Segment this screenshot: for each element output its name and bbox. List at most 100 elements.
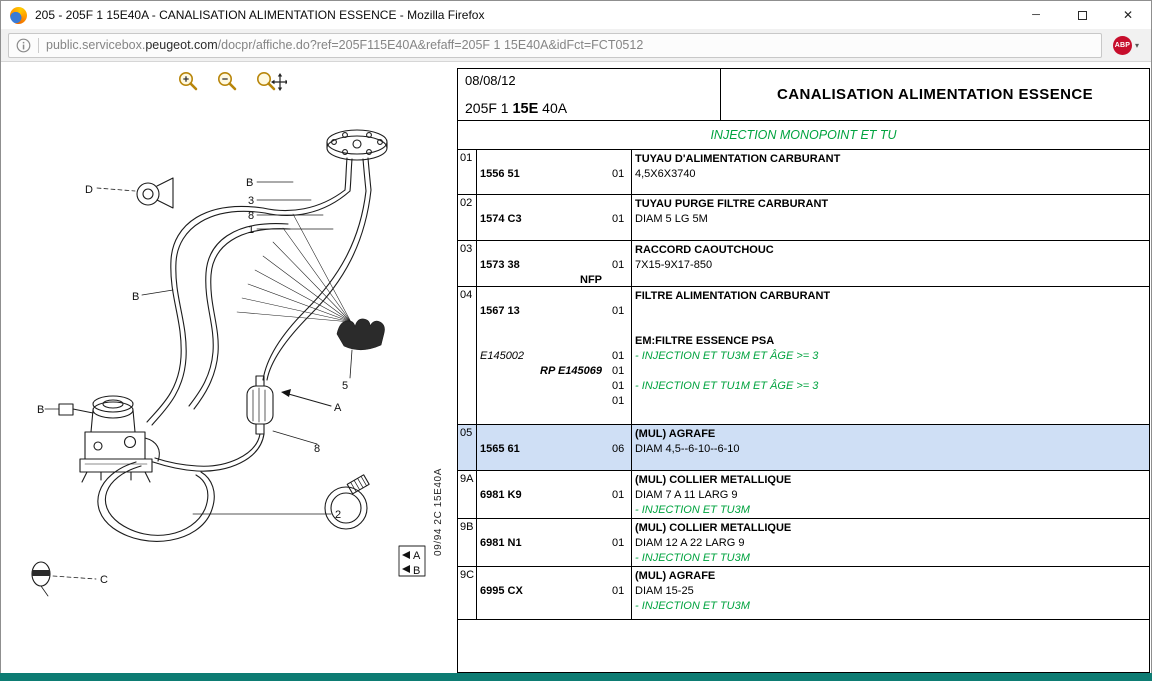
diagram-callout-2: 2 bbox=[335, 509, 341, 521]
quantity: 01 bbox=[607, 584, 631, 599]
row-ref: 03 bbox=[460, 243, 472, 255]
quantity: 01 bbox=[607, 212, 631, 227]
description-line: DIAM 7 A 11 LARG 9 bbox=[632, 488, 1149, 503]
adblock-plus-icon: ABP bbox=[1113, 36, 1132, 55]
diagram-callout-B: B bbox=[246, 177, 253, 189]
doc-meta: 08/08/12 205F 1 15E 40A bbox=[458, 69, 721, 120]
diagram-panel: DB381BB5A82CAB 09/94 2C 15E40A bbox=[1, 62, 457, 673]
description-line: DIAM 5 LG 5M bbox=[632, 212, 1149, 227]
zoom-in-icon[interactable] bbox=[177, 70, 201, 97]
row-ref: 02 bbox=[460, 197, 472, 209]
quantity: 01 bbox=[607, 536, 631, 551]
firefox-icon bbox=[10, 7, 27, 24]
description-line: FILTRE ALIMENTATION CARBURANT bbox=[632, 289, 1149, 304]
diagram-callout-1: 1 bbox=[248, 224, 254, 236]
parts-table-frame: 08/08/12 205F 1 15E 40A CANALISATION ALI… bbox=[457, 68, 1150, 673]
description-line: EM:FILTRE ESSENCE PSA bbox=[632, 334, 1149, 349]
page-content: DB381BB5A82CAB 09/94 2C 15E40A 08/08/12 … bbox=[1, 62, 1151, 673]
quantity: 01 bbox=[607, 167, 631, 182]
chevron-down-icon: ▾ bbox=[1135, 41, 1139, 50]
description-line: RACCORD CAOUTCHOUC bbox=[632, 243, 1149, 258]
part-number: 6981 N1 bbox=[477, 536, 607, 551]
diagram-callout-A: A bbox=[413, 550, 421, 562]
table-row-04[interactable]: 041567 1301E14500201RP E145069010101FILT… bbox=[458, 287, 1149, 425]
row-ref: 05 bbox=[460, 427, 472, 439]
page-info-icon[interactable] bbox=[16, 38, 31, 53]
row-ref: 9B bbox=[460, 521, 473, 533]
maximize-button[interactable] bbox=[1059, 1, 1105, 29]
parts-table: 08/08/12 205F 1 15E 40A CANALISATION ALI… bbox=[457, 62, 1151, 673]
url-text: public.servicebox.peugeot.com/docpr/affi… bbox=[46, 38, 643, 52]
row-ref: 04 bbox=[460, 289, 472, 301]
diagram-callout-B: B bbox=[413, 565, 420, 577]
row-ref: 9A bbox=[460, 473, 473, 485]
status-strip bbox=[0, 673, 1152, 681]
maximize-icon bbox=[1078, 11, 1087, 20]
diagram-callout-D: D bbox=[85, 184, 93, 196]
description-line: - INJECTION ET TU1M ET ÂGE >= 3 bbox=[632, 379, 1149, 394]
minimize-button[interactable]: ─ bbox=[1013, 1, 1059, 29]
description-line: DIAM 4,5--6-10--6-10 bbox=[632, 442, 1149, 457]
description-line: - INJECTION ET TU3M bbox=[632, 551, 1149, 566]
row-ref: 01 bbox=[460, 152, 472, 164]
table-row-9C[interactable]: 9C6995 CX01(MUL) AGRAFEDIAM 15-25- INJEC… bbox=[458, 567, 1149, 620]
part-number: NFP bbox=[477, 273, 607, 287]
plate-stamp: 09/94 2C 15E40A bbox=[433, 468, 444, 556]
description-line: DIAM 15-25 bbox=[632, 584, 1149, 599]
table-row-05[interactable]: 05 1565 6106(MUL) AGRAFEDIAM 4,5--6-10--6… bbox=[458, 425, 1149, 471]
adblock-plus-button[interactable]: ABP ▾ bbox=[1108, 36, 1144, 55]
diagram-callouts: DB381BB5A82CAB bbox=[37, 177, 421, 586]
table-row-9A[interactable]: 9A 6981 K901(MUL) COLLIER METALLIQUEDIAM … bbox=[458, 471, 1149, 519]
part-number: 6981 K9 bbox=[477, 488, 607, 503]
part-number: 1573 38 bbox=[477, 258, 607, 273]
description-line: TUYAU PURGE FILTRE CARBURANT bbox=[632, 197, 1149, 212]
description-line: (MUL) AGRAFE bbox=[632, 427, 1149, 442]
quantity: 01 bbox=[607, 364, 631, 379]
diagram-callout-5: 5 bbox=[342, 380, 348, 392]
description-line: 4,5X6X3740 bbox=[632, 167, 1149, 182]
zoom-out-icon[interactable] bbox=[216, 70, 240, 97]
description-line: (MUL) COLLIER METALLIQUE bbox=[632, 521, 1149, 536]
description-line: 7X15-9X17-850 bbox=[632, 258, 1149, 273]
quantity: 01 bbox=[607, 258, 631, 273]
part-number: 6995 CX bbox=[477, 584, 607, 599]
table-header: 08/08/12 205F 1 15E 40A CANALISATION ALI… bbox=[458, 69, 1149, 121]
quantity: 01 bbox=[607, 304, 631, 319]
part-number: RP E145069 bbox=[477, 364, 607, 379]
quantity: 01 bbox=[607, 379, 631, 394]
part-number: 1574 C3 bbox=[477, 212, 607, 227]
description-line: - INJECTION ET TU3M ET ÂGE >= 3 bbox=[632, 349, 1149, 364]
part-number: 1565 61 bbox=[477, 442, 607, 457]
description-line: (MUL) AGRAFE bbox=[632, 569, 1149, 584]
part-number: 1556 51 bbox=[477, 167, 607, 182]
diagram-callout-A: A bbox=[334, 402, 342, 414]
doc-title: CANALISATION ALIMENTATION ESSENCE bbox=[721, 69, 1149, 120]
window-controls: ─ ✕ bbox=[1013, 1, 1151, 29]
table-row-03[interactable]: 03 1573 3801NFP RACCORD CAOUTCHOUC7X15-9X1… bbox=[458, 241, 1149, 287]
description-line: - INJECTION ET TU3M bbox=[632, 599, 1149, 614]
table-row-9B[interactable]: 9B6981 N101(MUL) COLLIER METALLIQUEDIAM … bbox=[458, 519, 1149, 567]
description-line: TUYAU D'ALIMENTATION CARBURANT bbox=[632, 152, 1149, 167]
diagram-zoom-toolbar bbox=[177, 70, 287, 97]
diagram-callout-C: C bbox=[100, 574, 108, 586]
browser-toolbar: public.servicebox.peugeot.com/docpr/affi… bbox=[1, 29, 1151, 62]
table-row-01[interactable]: 011556 5101TUYAU D'ALIMENTATION CARBURAN… bbox=[458, 150, 1149, 195]
diagram-callout-B: B bbox=[132, 291, 139, 303]
diagram-callout-3: 3 bbox=[248, 195, 254, 207]
quantity: 01 bbox=[607, 488, 631, 503]
row-ref: 9C bbox=[460, 569, 474, 581]
parts-table-body: 011556 5101TUYAU D'ALIMENTATION CARBURAN… bbox=[458, 150, 1149, 620]
table-row-02[interactable]: 02 1574 C301TUYAU PURGE FILTRE CARBURANTD… bbox=[458, 195, 1149, 241]
description-line: - INJECTION ET TU3M bbox=[632, 503, 1149, 518]
diagram-callout-8: 8 bbox=[314, 443, 320, 455]
close-button[interactable]: ✕ bbox=[1105, 1, 1151, 29]
doc-date: 08/08/12 bbox=[465, 73, 713, 88]
quantity: 06 bbox=[607, 442, 631, 457]
part-number: E145002 bbox=[477, 349, 607, 364]
parts-diagram: DB381BB5A82CAB 09/94 2C 15E40A bbox=[1, 62, 458, 673]
description-line: (MUL) COLLIER METALLIQUE bbox=[632, 473, 1149, 488]
url-bar[interactable]: public.servicebox.peugeot.com/docpr/affi… bbox=[8, 33, 1102, 58]
zoom-pan-icon[interactable] bbox=[255, 70, 287, 97]
doc-reference: 205F 1 15E 40A bbox=[465, 100, 713, 117]
